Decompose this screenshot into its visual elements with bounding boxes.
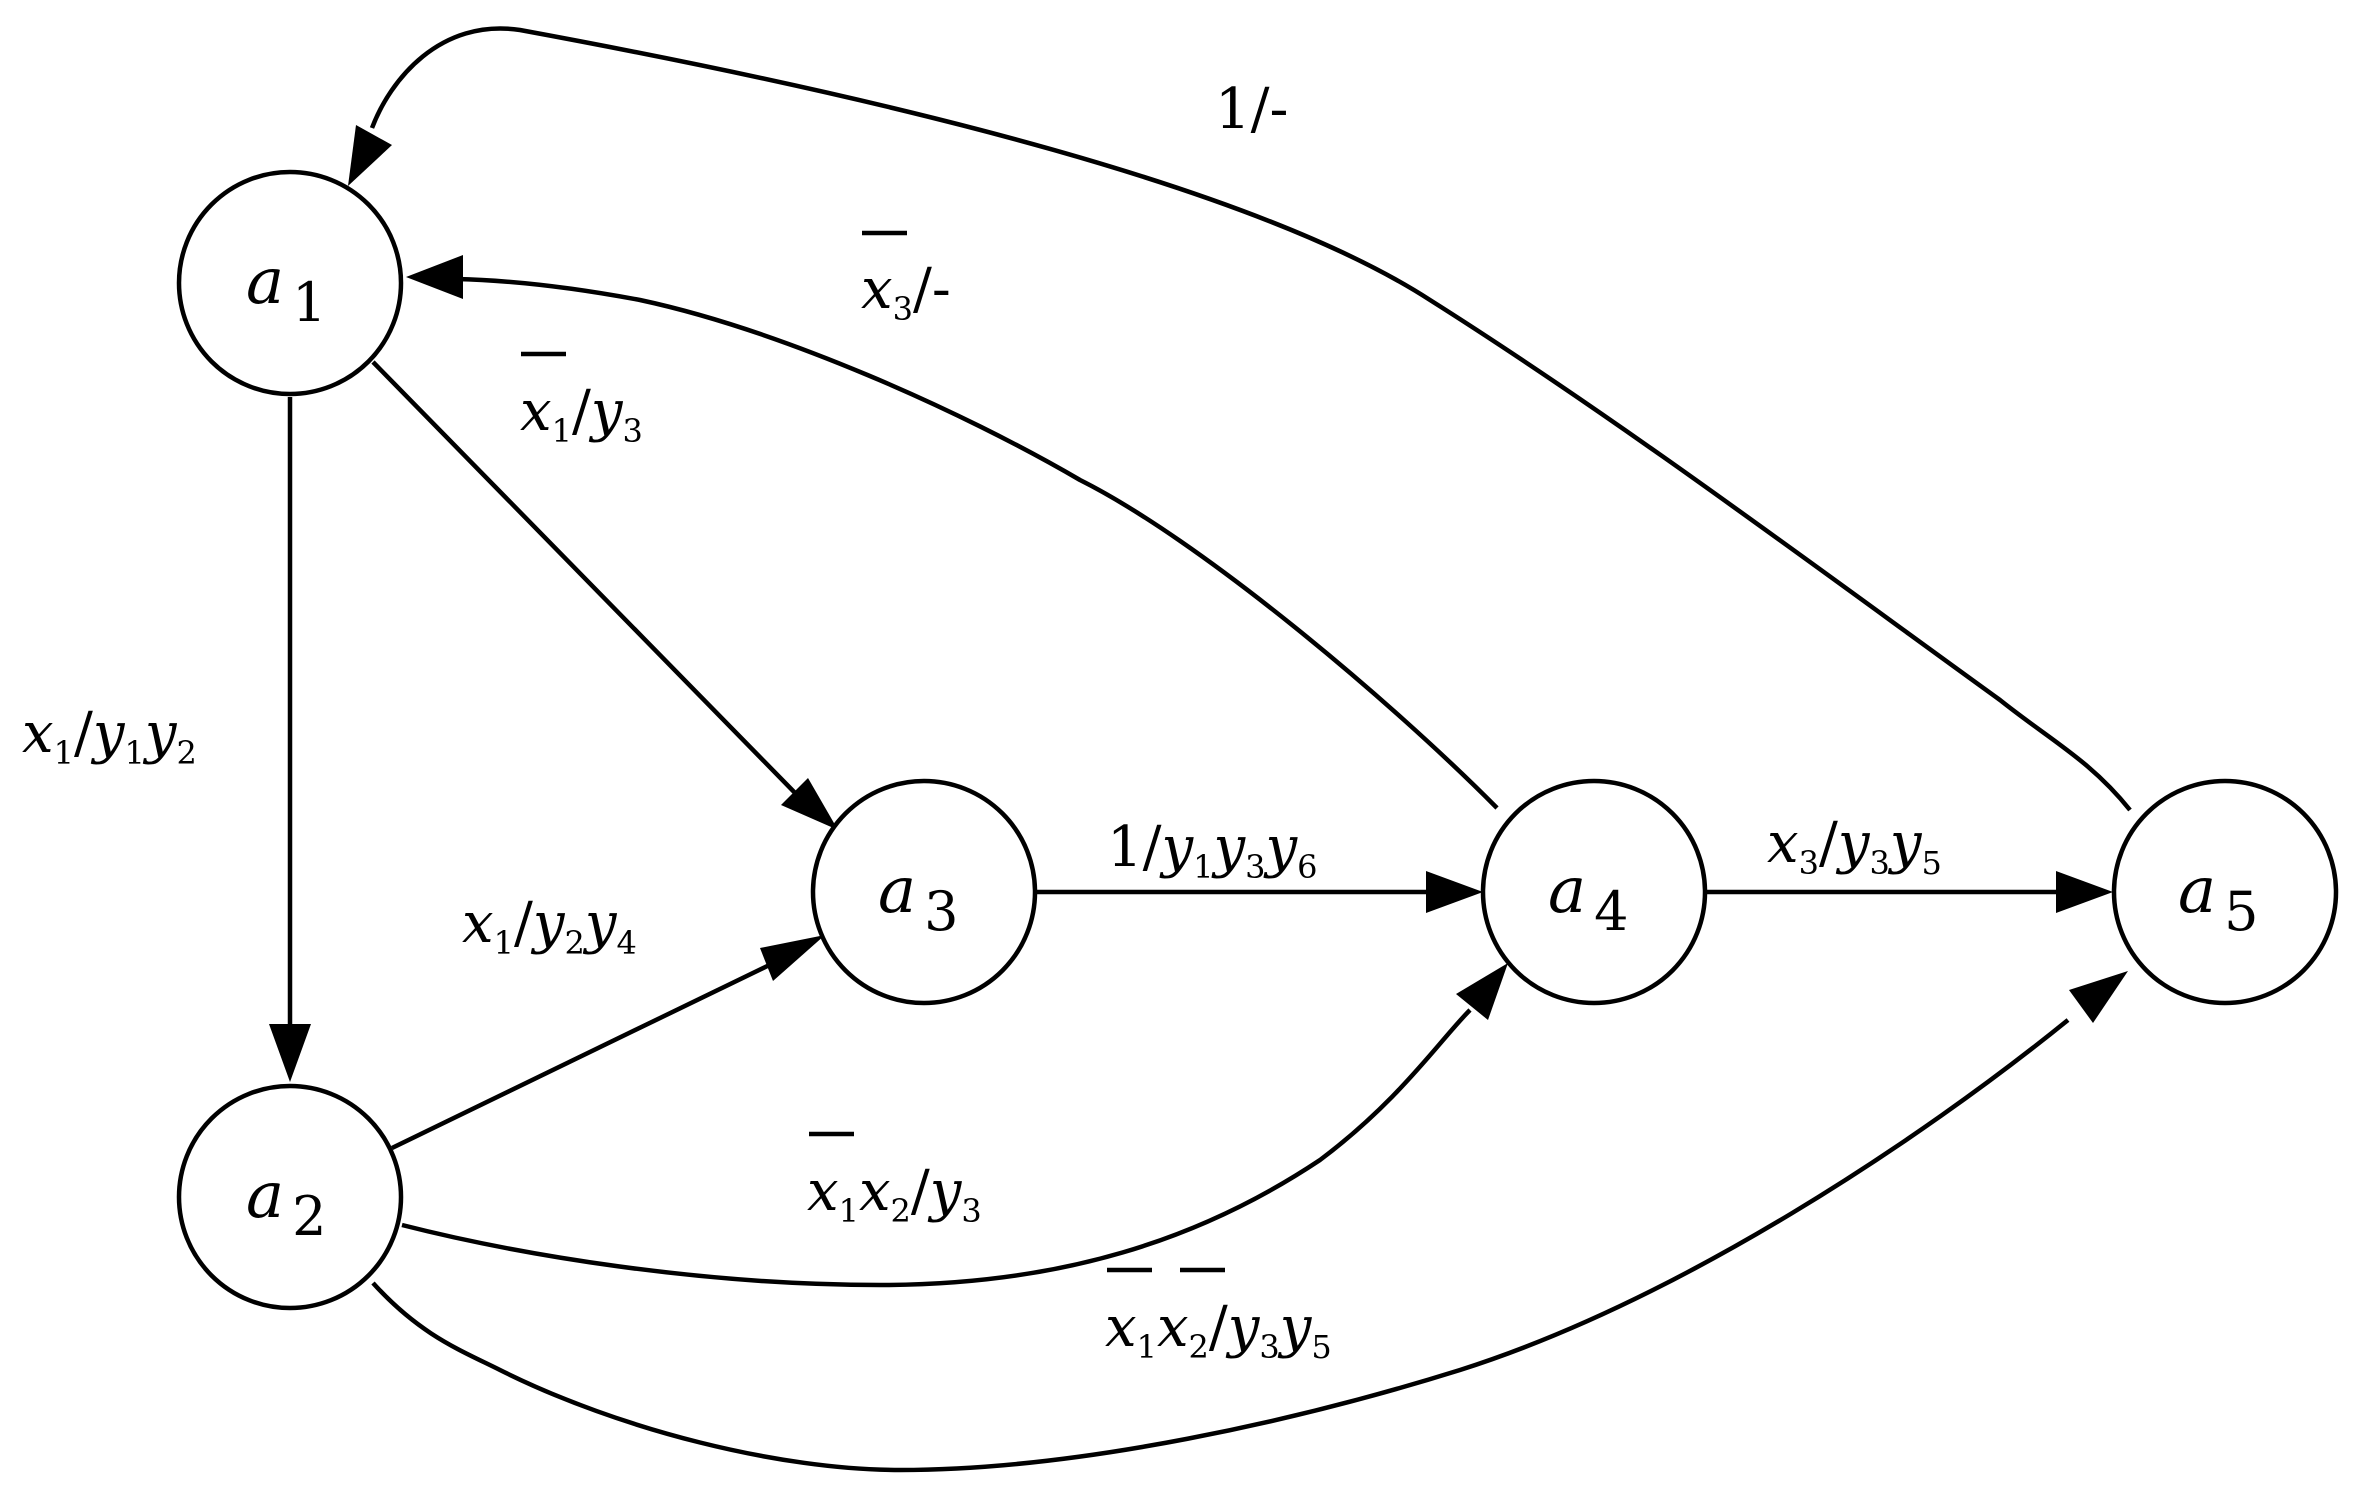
node-a4-index: 4 <box>1594 880 1628 943</box>
edge-a2-a4 <box>401 1008 1472 1288</box>
node-a5-index: 5 <box>2224 880 2258 943</box>
svg-text:a3: a3 <box>878 854 959 943</box>
node-a5-letter: a <box>2178 854 2216 928</box>
label-a1-a2: x1/y1y2 <box>22 701 197 772</box>
node-a3-circle <box>810 778 1038 1006</box>
label-a2-a4: x1x2/y3 <box>807 1159 982 1230</box>
edge-labels: x1/y1y2 x1/y3 x1/y2y4 1/y1y3y6 x3/y3y5 x… <box>22 77 1942 1366</box>
arrowhead-a2-a4 <box>1456 963 1508 1020</box>
node-a1-letter: a <box>246 245 284 319</box>
edge-a1-a3 <box>371 360 802 800</box>
label-a5-a1: 1/- <box>1215 77 1288 142</box>
node-a2-circle <box>176 1083 404 1311</box>
svg-text:a2: a2 <box>246 1159 327 1248</box>
label-a4-a1: x3/- <box>861 257 951 328</box>
edge-a5-a1 <box>369 26 2132 812</box>
svg-text:a4: a4 <box>1548 854 1629 943</box>
node-a3-letter: a <box>878 854 916 928</box>
edge-a4-a1 <box>455 276 1499 810</box>
label-a3-a4: 1/y1y3y6 <box>1107 815 1318 886</box>
node-a2-index: 2 <box>292 1185 326 1248</box>
node-a1-circle <box>176 169 404 397</box>
label-a4-a5: x3/y3y5 <box>1767 811 1942 882</box>
svg-text:a5: a5 <box>2178 854 2259 943</box>
node-a4-letter: a <box>1548 854 1586 928</box>
label-a2-a3: x1/y2y4 <box>462 891 637 962</box>
arrowhead-a4-a5 <box>2056 871 2113 913</box>
arrowhead-a2-a3 <box>760 935 825 981</box>
node-a2-letter: a <box>246 1159 284 1233</box>
node-a5-circle <box>2111 778 2339 1006</box>
arrowhead-a1-a2 <box>269 1024 311 1082</box>
edge-a2-a5 <box>371 1018 2070 1473</box>
node-a3-index: 3 <box>924 880 958 943</box>
label-a1-a3: x1/y3 <box>520 379 643 450</box>
arrowhead-a4-a1 <box>406 255 463 299</box>
edges <box>269 26 2132 1473</box>
label-a2-a5: x1x2/y3y5 <box>1105 1295 1332 1366</box>
arrowhead-a5-a1 <box>348 125 392 186</box>
arrowhead-a2-a5 <box>2069 971 2128 1023</box>
node-a4-circle <box>1480 778 1708 1006</box>
arrowhead-a1-a3 <box>781 778 838 830</box>
svg-text:a1: a1 <box>246 245 327 334</box>
edge-a2-a3 <box>391 952 791 1151</box>
node-a1-index: 1 <box>292 271 326 334</box>
arrowhead-a3-a4 <box>1426 871 1483 913</box>
